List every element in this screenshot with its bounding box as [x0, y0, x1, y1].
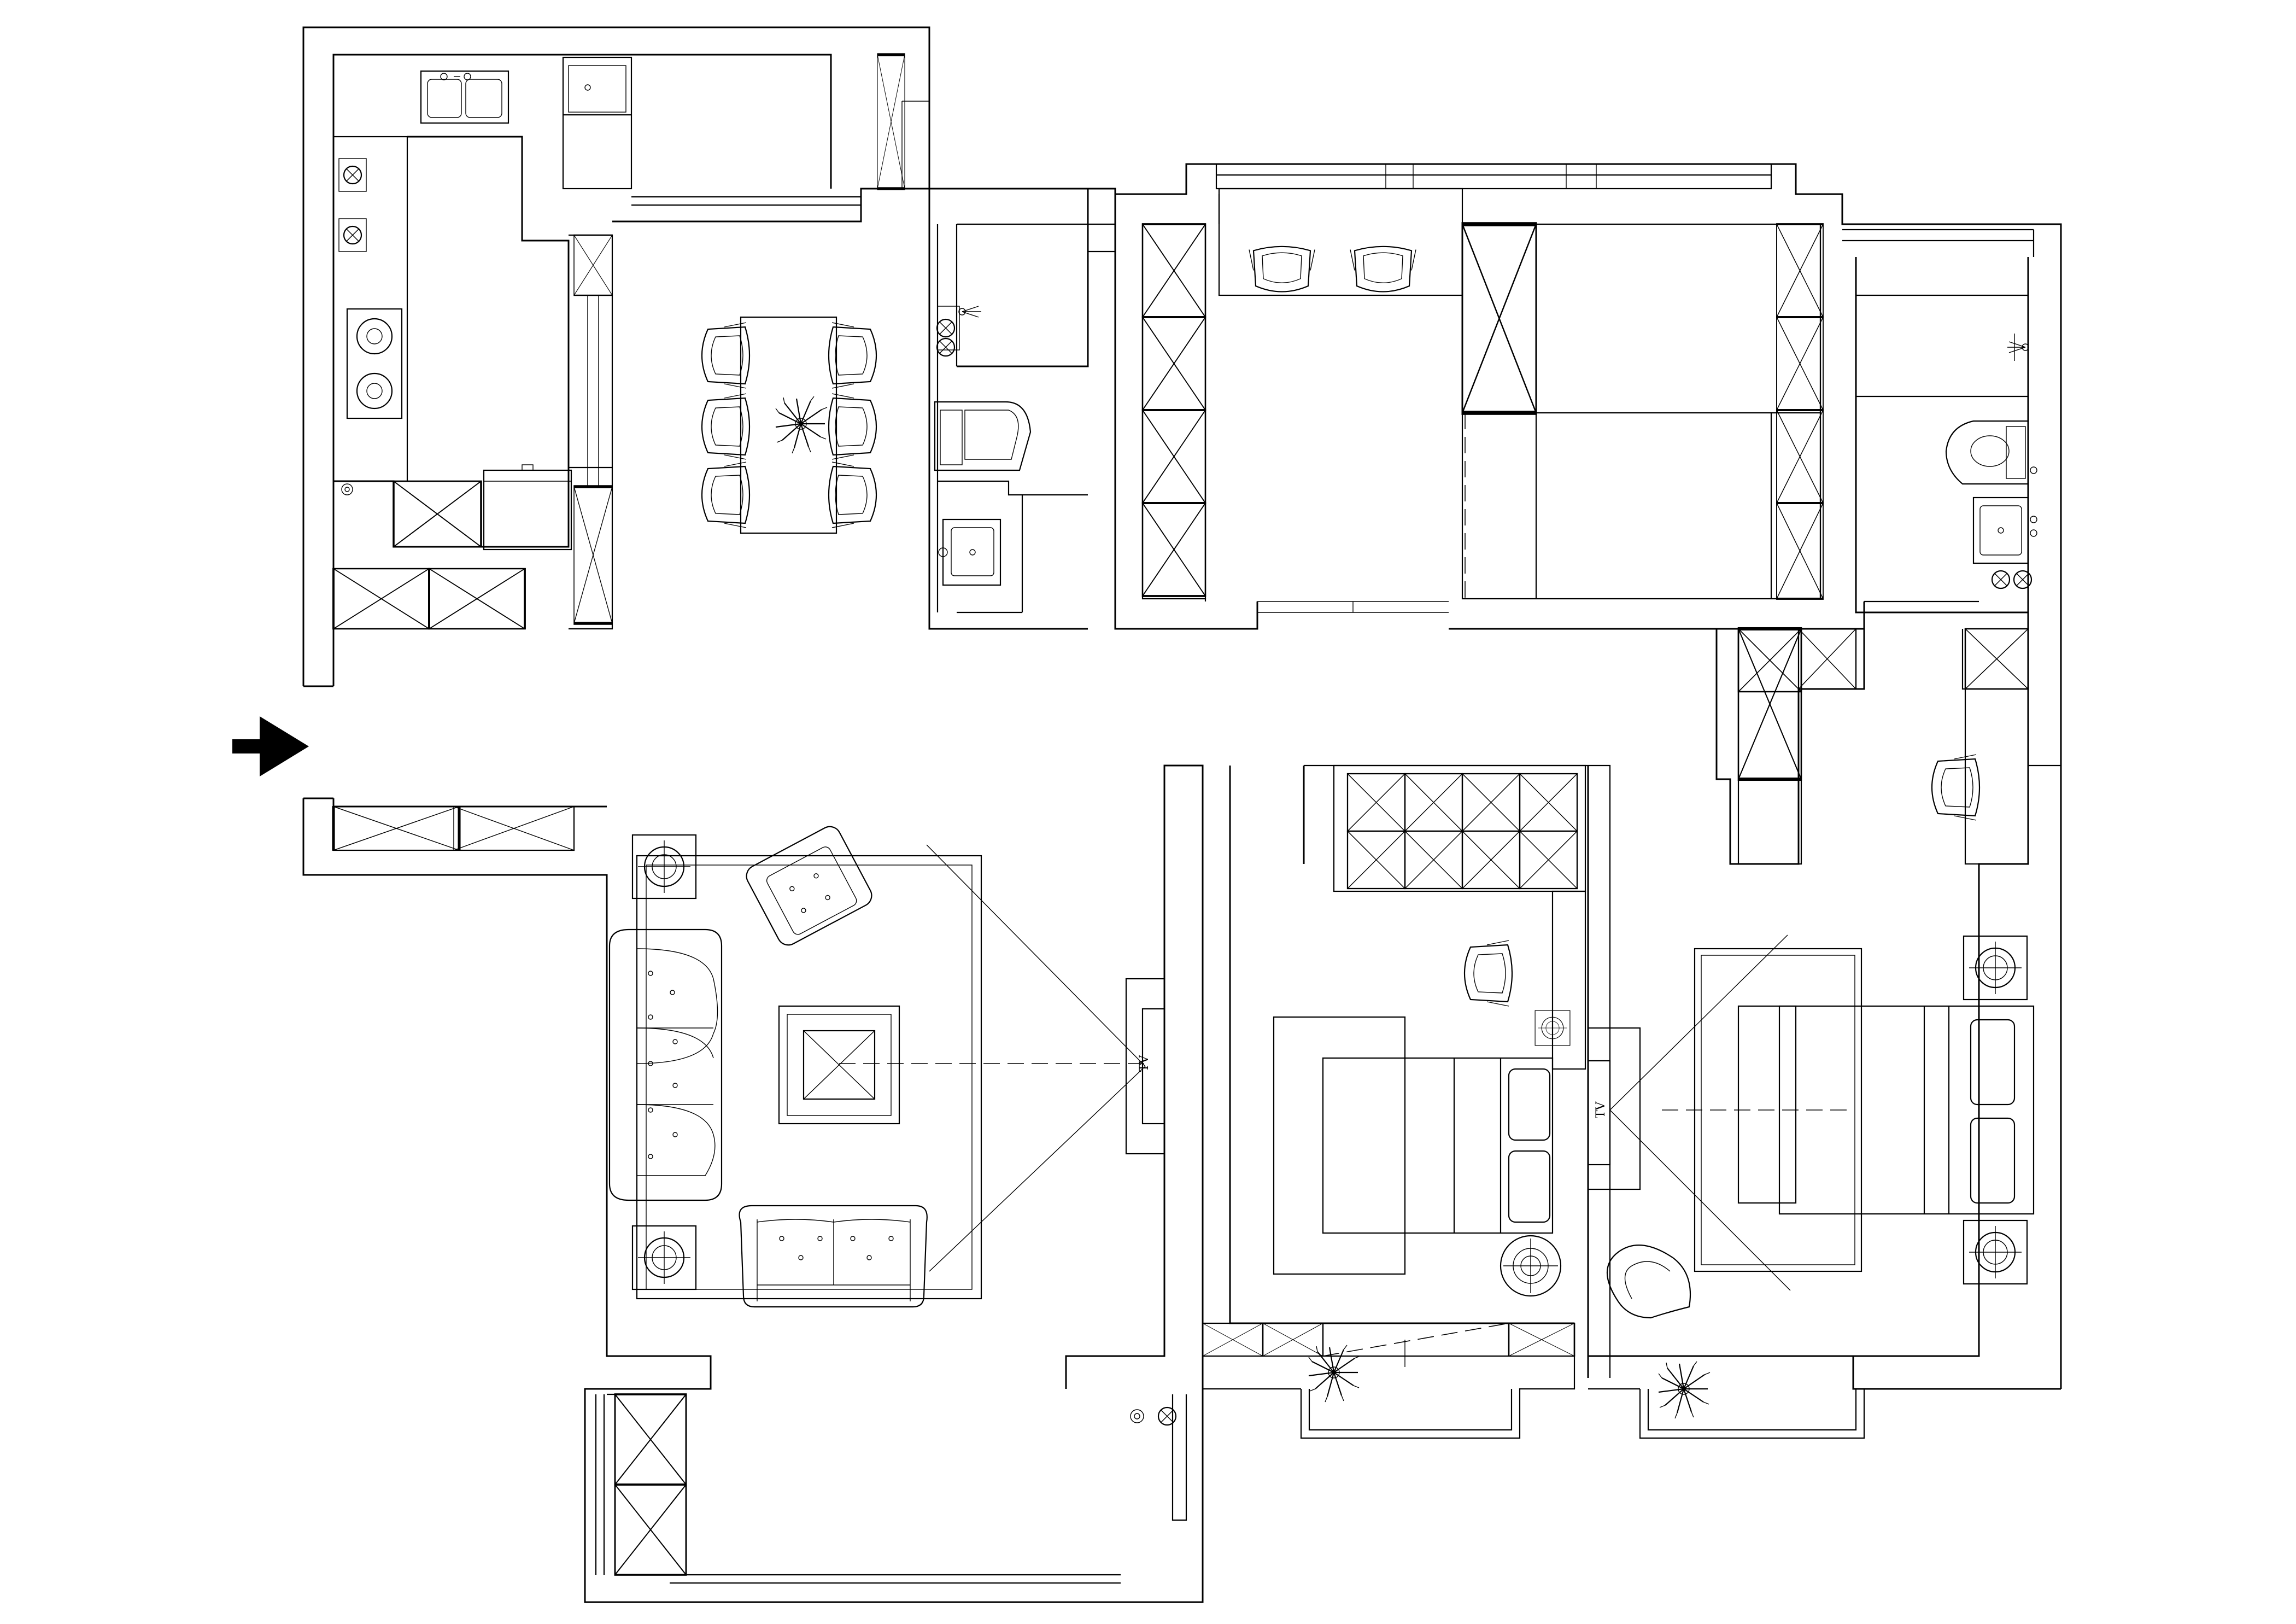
armchair-icon: [1931, 753, 1981, 821]
floor-lamp-icon: [1500, 1235, 1562, 1297]
valve-icon: [1130, 1406, 1177, 1426]
floor-lamp-icon: [1963, 935, 2028, 1285]
dining-area: [701, 316, 877, 534]
shower-head-icon: [958, 306, 981, 318]
floor-lamp-icon: [1534, 1010, 1571, 1046]
sink-icon: [1972, 496, 2037, 589]
armchair-icon: [1607, 1245, 1691, 1319]
living-room: [333, 807, 1187, 1576]
kitchen: [332, 56, 632, 630]
toilet-icon: [934, 401, 1032, 471]
double-bed-icon: [1273, 1016, 1554, 1275]
hallway-closet: [1715, 629, 2029, 865]
double-bed-icon: [1737, 1005, 2035, 1215]
entrance-arrow-icon: [232, 716, 309, 776]
tv-label-master: TV: [1594, 1101, 1608, 1119]
shower-head-icon: [2007, 334, 2029, 361]
armchair-icon: [1463, 939, 1513, 1007]
valve-icon: [936, 318, 956, 357]
potted-plant-icon: [1657, 1360, 1711, 1419]
gas-stove-icon: [346, 308, 403, 419]
sink-icon: [938, 518, 1001, 586]
sofa-icon: [608, 928, 723, 1201]
kitchen-window: [631, 55, 929, 206]
second-bedroom: [1202, 764, 1611, 1439]
master-bathroom: [1855, 257, 2037, 614]
toilet-icon: [1945, 420, 2037, 485]
potted-plant-icon: [775, 395, 828, 454]
sofa-icon: [739, 1205, 928, 1308]
armchair-icon: [1248, 246, 1417, 293]
master-bedroom: [1587, 934, 2035, 1439]
guest-bathroom: [928, 189, 1116, 630]
valve-icon: [338, 158, 367, 495]
exterior-walls: [302, 26, 2062, 1603]
sink-icon: [420, 70, 509, 124]
study-room: [1114, 188, 1865, 630]
armchair-icon: [746, 826, 872, 946]
tv-label-living: TV: [1138, 1055, 1151, 1072]
